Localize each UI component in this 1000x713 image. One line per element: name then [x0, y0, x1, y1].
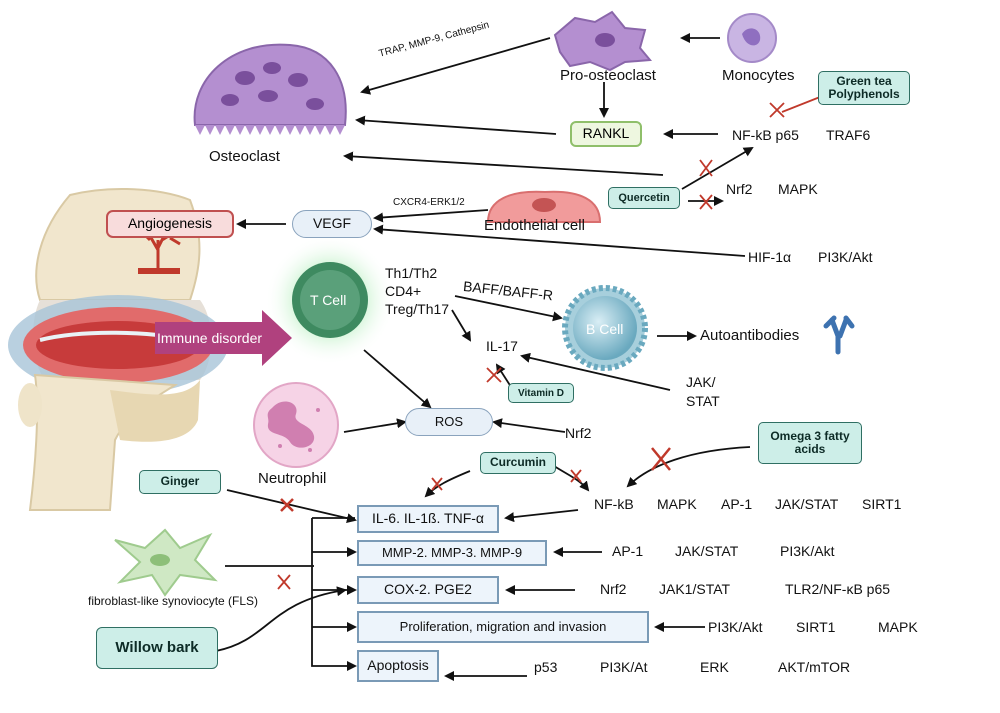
omega3-box: Omega 3 fatty acids	[758, 422, 862, 464]
proliferation-box: Proliferation, migration and invasion	[357, 611, 649, 643]
row4-signal: PI3K/Akt	[708, 619, 763, 635]
row3-signal: Nrf2	[600, 581, 627, 597]
apoptosis-box: Apoptosis	[357, 650, 439, 682]
monocytes-label: Monocytes	[722, 67, 795, 84]
treg-label: Treg/Th17	[385, 301, 450, 317]
th1-label: Th1/Th2	[385, 265, 438, 281]
row2-signal: JAK/STAT	[675, 543, 739, 559]
row4-signal: SIRT1	[796, 619, 836, 635]
ros-node: ROS	[405, 408, 493, 436]
row1-signal: JAK/STAT	[775, 496, 839, 512]
immune-disorder-arrow	[155, 310, 292, 366]
row1-signal: NF-kB	[594, 496, 634, 512]
cox-box: COX-2. PGE2	[357, 576, 499, 604]
mmp-box: MMP-2. MMP-3. MMP-9	[357, 540, 547, 566]
inhibition-marks	[277, 96, 821, 590]
willow-bark-box: Willow bark	[96, 627, 218, 669]
osteoclast-cell	[193, 43, 347, 135]
nrf2-top-label: Nrf2	[726, 181, 753, 197]
monocyte-cell	[727, 13, 777, 63]
vegf-node: VEGF	[292, 210, 372, 238]
traf6-label: TRAF6	[826, 127, 871, 143]
nrf2-ros-label: Nrf2	[565, 425, 592, 441]
row5-signal: p53	[534, 659, 558, 675]
cytokines-box: IL-6. IL-1ß. TNF-α	[357, 505, 499, 533]
t-cell-label: T Cell	[310, 292, 347, 308]
endothelial-cell-label: Endothelial cell	[484, 217, 585, 234]
pathway-arrows	[215, 33, 754, 681]
il17-label: IL-17	[486, 338, 518, 354]
row1-signal: MAPK	[657, 496, 697, 512]
quercetin-box: Quercetin	[608, 187, 680, 209]
green-tea-box: Green tea Polyphenols	[818, 71, 910, 105]
fls-cell	[114, 528, 218, 597]
vitamin-d-box: Vitamin D	[508, 383, 574, 403]
jak-label: JAK/	[686, 374, 716, 390]
row3-signal: TLR2/NF-κB p65	[785, 581, 891, 597]
hif-label: HIF-1α	[748, 249, 792, 265]
row5-signal: ERK	[700, 659, 729, 675]
angiogenesis-node: Angiogenesis	[106, 210, 234, 238]
pro-osteoclast-label: Pro-osteoclast	[560, 67, 656, 84]
t-cell	[265, 235, 395, 365]
mapk-top-label: MAPK	[778, 181, 818, 197]
row5-signal: PI3K/At	[600, 659, 648, 675]
row2-signal: PI3K/Akt	[780, 543, 835, 559]
rankl-node: RANKL	[570, 121, 642, 147]
endothelial-cell	[486, 190, 602, 223]
stat-label: STAT	[686, 393, 720, 409]
neutrophil-cell	[253, 382, 339, 468]
immune-disorder-label: Immune disorder	[157, 330, 263, 346]
cxcr4-label: CXCR4-ERK1/2	[393, 197, 465, 208]
pi3k-top-label: PI3K/Akt	[818, 249, 873, 265]
row3-signal: JAK1/STAT	[659, 581, 731, 597]
row4-signal: MAPK	[878, 619, 918, 635]
row2-signal: AP-1	[612, 543, 644, 559]
ginger-box: Ginger	[139, 470, 221, 494]
autoantibodies-label: Autoantibodies	[700, 327, 800, 344]
b-cell-label: B Cell	[586, 321, 624, 337]
neutrophil-label: Neutrophil	[258, 470, 327, 487]
antibody-icon	[823, 315, 855, 355]
cd4-label: CD4+	[385, 283, 422, 299]
osteoclast-label: Osteoclast	[209, 148, 280, 165]
row1-signal: AP-1	[721, 496, 753, 512]
nfkb-p65-label: NF-kB p65	[732, 127, 799, 143]
row1-signal: SIRT1	[862, 496, 902, 512]
curcumin-box: Curcumin	[480, 452, 556, 474]
fls-label: fibroblast-like synoviocyte (FLS)	[88, 594, 259, 608]
knee-joint-illustration	[8, 187, 228, 511]
row5-signal: AKT/mTOR	[778, 659, 851, 675]
b-cell	[562, 285, 648, 371]
